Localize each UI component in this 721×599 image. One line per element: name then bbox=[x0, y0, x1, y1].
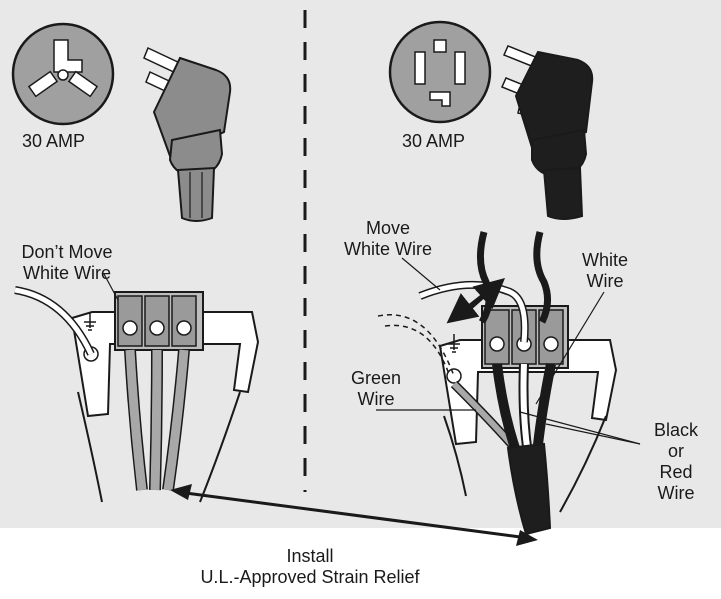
move-white-wire-label: Move White Wire bbox=[343, 218, 432, 259]
install-strain-relief-label: Install U.L.-Approved Strain Relief bbox=[200, 546, 420, 587]
left-amp-label: 30 AMP bbox=[22, 131, 86, 151]
white-wire-label: White Wire bbox=[581, 250, 628, 291]
leader-black-1 bbox=[519, 411, 641, 445]
three-prong-plug bbox=[143, 46, 232, 222]
four-prong-outlet bbox=[388, 20, 492, 124]
bottom-strip bbox=[0, 528, 721, 599]
four-prong-plug bbox=[500, 45, 594, 220]
leader-black-2 bbox=[545, 423, 641, 445]
green-wire-label: Green Wire bbox=[350, 368, 402, 409]
right-terminal-assembly bbox=[377, 231, 618, 536]
dont-move-white-wire-label: Don’t Move White Wire bbox=[21, 242, 113, 283]
left-terminal-assembly bbox=[14, 286, 260, 503]
black-or-red-wire-label: Black or Red Wire bbox=[653, 420, 698, 503]
right-amp-label: 30 AMP bbox=[402, 131, 466, 151]
leader-white bbox=[535, 291, 605, 405]
leader-dont-move bbox=[103, 273, 119, 301]
leader-move bbox=[401, 257, 441, 291]
install-arrow bbox=[177, 490, 529, 540]
three-prong-outlet bbox=[11, 22, 115, 126]
